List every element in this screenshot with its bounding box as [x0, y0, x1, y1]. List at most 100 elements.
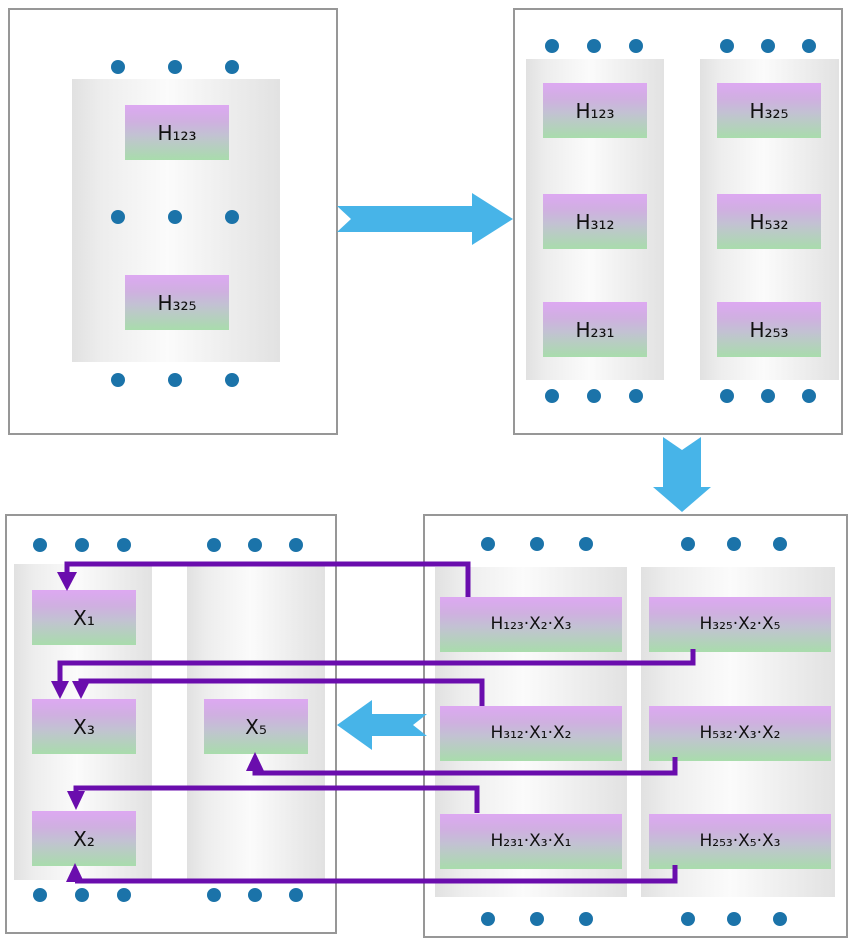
- vertex-dot-row: [207, 888, 303, 902]
- hypergraph-box-h231: H₂₃₁: [543, 302, 647, 357]
- box-label: H₂₅₃: [749, 317, 789, 342]
- vertex-dot: [681, 537, 695, 551]
- flow-arrow-left-icon: [337, 700, 427, 750]
- box-label: H₃₂₅: [157, 290, 197, 315]
- vertex-dot: [587, 389, 601, 403]
- vertex-dot: [225, 373, 239, 387]
- vertex-dot-row: [111, 60, 239, 74]
- panel-product-terms: H₁₂₃·X₂·X₃ H₃₂₅·X₂·X₅ H₃₁₂·X₁·X₂ H₅₃₂·X₃…: [423, 514, 848, 938]
- vertex-dot: [727, 537, 741, 551]
- vertex-dot: [587, 39, 601, 53]
- vertex-dot: [111, 373, 125, 387]
- vertex-dot-row: [481, 537, 593, 551]
- vertex-dot: [720, 39, 734, 53]
- vertex-dot-row: [111, 210, 239, 224]
- vertex-dot: [248, 888, 262, 902]
- hypergraph-box-h325: H₃₂₅: [125, 275, 229, 330]
- box-label: H₁₂₃: [575, 98, 615, 123]
- product-box-h253-x5-x3: H₂₅₃·X₅·X₃: [649, 814, 831, 869]
- vertex-dot: [629, 389, 643, 403]
- hypergraph-box-h325: H₃₂₅: [717, 83, 821, 138]
- vertex-dot: [111, 60, 125, 74]
- panel-output-signals: X₁ X₃ X₅ X₂: [5, 514, 337, 934]
- vertex-dot: [545, 389, 559, 403]
- vertex-dot: [117, 538, 131, 552]
- vertex-dot-row: [111, 373, 239, 387]
- box-label: X₅: [245, 714, 267, 739]
- flow-arrow-down-icon: [653, 437, 711, 512]
- signal-box-x1: X₁: [32, 590, 136, 645]
- vertex-dot: [117, 888, 131, 902]
- vertex-dot-row: [681, 912, 787, 926]
- vertex-dot-row: [545, 39, 643, 53]
- vertex-dot: [629, 39, 643, 53]
- vertex-dot: [33, 538, 47, 552]
- box-label: H₁₂₃: [157, 120, 197, 145]
- vertex-dot-row: [720, 39, 816, 53]
- vertex-dot: [248, 538, 262, 552]
- signal-box-x3: X₃: [32, 699, 136, 754]
- vertex-dot: [75, 538, 89, 552]
- hypergraph-box-h532: H₅₃₂: [717, 194, 821, 249]
- hypergraph-box-h253: H₂₅₃: [717, 302, 821, 357]
- box-label: H₅₃₂·X₃·X₂: [699, 723, 781, 743]
- product-box-h325-x2-x5: H₃₂₅·X₂·X₅: [649, 597, 831, 652]
- vertex-dot: [168, 210, 182, 224]
- vertex-dot: [761, 39, 775, 53]
- vertex-dot: [207, 538, 221, 552]
- vertex-dot: [802, 39, 816, 53]
- vertex-dot: [225, 60, 239, 74]
- vertex-dot: [579, 912, 593, 926]
- vertex-dot: [727, 912, 741, 926]
- box-label: H₃₂₅·X₂·X₅: [699, 614, 781, 634]
- vertex-dot: [289, 888, 303, 902]
- vertex-dot-row: [33, 888, 131, 902]
- vertex-dot: [681, 912, 695, 926]
- vertex-dot: [579, 537, 593, 551]
- box-label: H₅₃₂: [749, 209, 789, 234]
- product-box-h312-x1-x2: H₃₁₂·X₁·X₂: [440, 706, 622, 761]
- vertex-dot: [761, 389, 775, 403]
- product-box-h532-x3-x2: H₅₃₂·X₃·X₂: [649, 706, 831, 761]
- vertex-dot: [530, 537, 544, 551]
- box-label: H₁₂₃·X₂·X₃: [490, 614, 572, 634]
- vertex-dot: [802, 389, 816, 403]
- panel-initial-hypergraph: H₁₂₃ H₃₂₅: [8, 8, 338, 435]
- vertex-dot-row: [207, 538, 303, 552]
- panel-permuted-hypergraphs: H₁₂₃ H₃₁₂ H₂₃₁ H₃₂₅ H₅₃₂ H₂₅₃: [513, 8, 843, 435]
- vertex-dot: [773, 912, 787, 926]
- vertex-dot: [773, 537, 787, 551]
- box-label: H₃₁₂·X₁·X₂: [490, 723, 572, 743]
- hypergraph-box-h312: H₃₁₂: [543, 194, 647, 249]
- vertex-dot: [111, 210, 125, 224]
- box-label: X₁: [73, 605, 95, 630]
- vertex-dot: [481, 912, 495, 926]
- signal-box-x5: X₅: [204, 699, 308, 754]
- vertex-dot-row: [481, 912, 593, 926]
- vertex-dot: [530, 912, 544, 926]
- flow-arrow-right-icon: [337, 193, 513, 245]
- box-label: X₃: [73, 714, 95, 739]
- vertex-dot: [168, 373, 182, 387]
- product-box-h231-x3-x1: H₂₃₁·X₃·X₁: [440, 814, 622, 869]
- vertex-dot: [720, 389, 734, 403]
- vertex-dot: [481, 537, 495, 551]
- vertex-dot-row: [33, 538, 131, 552]
- vertex-dot: [33, 888, 47, 902]
- box-label: H₂₃₁·X₃·X₁: [490, 831, 572, 851]
- box-label: H₂₃₁: [575, 317, 615, 342]
- vertex-dot-row: [681, 537, 787, 551]
- signal-box-x2: X₂: [32, 811, 136, 866]
- vertex-dot-row: [720, 389, 816, 403]
- vertex-dot: [75, 888, 89, 902]
- hypergraph-box-h123: H₁₂₃: [125, 105, 229, 160]
- vertex-dot: [225, 210, 239, 224]
- box-label: H₂₅₃·X₅·X₃: [699, 831, 781, 851]
- vertex-dot: [289, 538, 303, 552]
- box-label: H₃₁₂: [575, 209, 615, 234]
- vertex-dot: [545, 39, 559, 53]
- vertex-dot-row: [545, 389, 643, 403]
- hypergraph-box-h123: H₁₂₃: [543, 83, 647, 138]
- vertex-dot: [168, 60, 182, 74]
